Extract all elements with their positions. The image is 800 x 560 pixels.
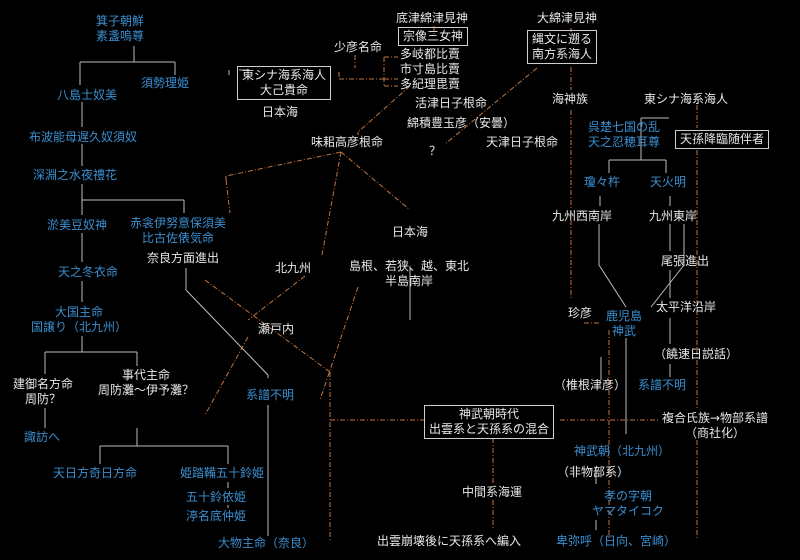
kagoshima-jimmu-node: 鹿児島 神武 bbox=[606, 309, 642, 339]
east-china-sea-line-1: 東シナ海系海人 bbox=[242, 68, 327, 82]
go-so-node: 呉楚七国の乱 天之忍穂耳尊 bbox=[588, 120, 660, 150]
okuninushi-node: 大国主命 国譲り（北九州） bbox=[31, 305, 127, 335]
suseribime-node: 須勢理姫 bbox=[141, 76, 190, 90]
sashikuni-line-2: 比古佐俵気命 bbox=[142, 231, 215, 245]
kaijin-label: 海神族 bbox=[552, 92, 589, 106]
fuhanomoji-node: 布波能母遅久奴須奴 bbox=[29, 130, 138, 144]
himiko-node: 卑弥呼（日向、宮崎） bbox=[556, 534, 677, 548]
tenson-box: 天孫降臨随伴者 bbox=[675, 130, 770, 149]
sashikuni-node: 赤衾伊努意保須美 比古佐俵気命 bbox=[130, 216, 226, 246]
setonai-label: 瀬戸内 bbox=[258, 322, 295, 336]
jomon-box: 縄文に遡る 南方系海人 bbox=[527, 30, 598, 64]
kitakyushu-label: 北九州 bbox=[275, 261, 312, 275]
owatatsumi-node: 大綿津見神 bbox=[537, 11, 598, 25]
ajisuki-node: 味耜高彦根命 bbox=[311, 135, 384, 149]
intermediate-sea-label: 中間系海運 bbox=[462, 485, 523, 499]
himetatara-node: 姫踏鞴五十鈴姫 bbox=[180, 466, 265, 480]
watatsumi-toyotama-node: 綿積豊玉彦（安曇） bbox=[407, 116, 516, 130]
isuzuyori-node: 五十鈴依姫 bbox=[186, 490, 247, 504]
mononobe-line-2: （商社化） bbox=[685, 426, 746, 440]
goddess-1: 多岐都比賣 bbox=[400, 47, 461, 61]
jimmu-era-line-1: 神武朝時代 bbox=[459, 407, 520, 421]
chinhiko-node: 珍彦 bbox=[568, 306, 593, 320]
amenohikata-node: 天日方奇日方命 bbox=[53, 466, 138, 480]
non-mononobe-label: （非物部系） bbox=[557, 465, 630, 479]
goddess-2: 市寸島比賣 bbox=[400, 62, 461, 76]
east-china-sea-line-2: 大己貴命 bbox=[260, 83, 309, 97]
mononobe-node: 複合氏族→物部系譜 （商社化） bbox=[662, 411, 768, 441]
east-china-sea-box: 東シナ海系海人 大己貴命 bbox=[237, 66, 332, 100]
kotoshiro-line-2: 周防灘～伊予灘？ bbox=[98, 383, 195, 397]
kotoshiro-line-1: 事代主命 bbox=[122, 368, 171, 382]
takeminakata-line-2: 周防？ bbox=[25, 392, 62, 406]
jomon-line-1: 縄文に遡る bbox=[532, 32, 593, 46]
goddess-3: 多紀理毘賣 bbox=[400, 77, 461, 91]
coast-line-1: 島根、若狭、越、東北 bbox=[349, 259, 470, 273]
owari-label: 尾張進出 bbox=[661, 254, 710, 268]
nihonkai-label-1: 日本海 bbox=[262, 105, 299, 119]
munakata-box: 宗像三女神 bbox=[398, 27, 469, 46]
coast-line-2: 半島南岸 bbox=[385, 274, 434, 288]
jimmu-dynasty-node: 神武朝（北九州） bbox=[574, 444, 671, 458]
unknown-lineage-1: 系譜不明 bbox=[246, 388, 295, 402]
east-china-sea-label-2: 東シナ海系海人 bbox=[644, 92, 729, 106]
nihonkai-label-2: 日本海 bbox=[392, 225, 429, 239]
pacific-label: 太平洋沿岸 bbox=[656, 300, 717, 314]
jimmu-era-line-2: 出雲系と天孫系の混合 bbox=[429, 422, 550, 436]
nara-advance-label: 奈良方面進出 bbox=[147, 251, 220, 265]
kagoshima-label: 鹿児島 bbox=[606, 309, 643, 323]
mononobe-line-1: 複合氏族→物部系譜 bbox=[662, 411, 769, 425]
kotoshiro-node: 事代主命 周防灘～伊予灘？ bbox=[98, 368, 194, 398]
question-mark: ？ bbox=[429, 144, 442, 158]
ikutsuhiko-node: 活津日子根命 bbox=[415, 96, 488, 110]
jomon-line-2: 南方系海人 bbox=[532, 47, 593, 61]
go-so-line-1: 呉楚七国の乱 bbox=[588, 120, 661, 134]
koan-node: 孝の字朝 ヤマタイコク bbox=[592, 489, 664, 519]
sashikuni-line-1: 赤衾伊努意保須美 bbox=[130, 216, 227, 230]
kyushu-e-label: 九州東岸 bbox=[649, 209, 698, 223]
to-suwa-label: 諏訪へ bbox=[24, 430, 61, 444]
susanoo-node: 箕子朝鮮 素盞嗚尊 bbox=[96, 14, 144, 44]
koan-label: 孝の字朝 bbox=[604, 489, 653, 503]
yamataikoku-label: ヤマタイコク bbox=[592, 504, 665, 518]
unknown-lineage-2: 系譜不明 bbox=[638, 378, 687, 392]
jimmu-era-box: 神武朝時代 出雲系と天孫系の混合 bbox=[424, 405, 555, 439]
amenohoakari-node: 天火明 bbox=[650, 175, 687, 189]
takeminakata-node: 建御名方命 周防？ bbox=[13, 377, 73, 407]
nunasoko-node: 渟名底仲姫 bbox=[186, 509, 247, 523]
jimmu-label: 神武 bbox=[612, 324, 637, 338]
shiinetsu-label: （椎根津彦） bbox=[554, 378, 627, 392]
fukabuchi-node: 深淵之水夜禮花 bbox=[33, 168, 118, 182]
go-so-line-2: 天之忍穂耳尊 bbox=[588, 135, 661, 149]
kyushu-sw-label: 九州西南岸 bbox=[552, 209, 613, 223]
sukunahikona-node: 少彦名命 bbox=[334, 40, 383, 54]
takeminakata-line-1: 建御名方命 bbox=[13, 377, 74, 391]
susanoo-line-2: 素盞嗚尊 bbox=[96, 29, 145, 43]
okuninushi-line-1: 大国主命 bbox=[55, 305, 104, 319]
omononushi-node: 大物主命（奈良） bbox=[218, 536, 315, 550]
nigihayahi-label: （饒速日説話） bbox=[654, 347, 739, 361]
amenofuyukinu-node: 天之冬衣命 bbox=[58, 265, 119, 279]
omizunu-node: 淤美豆奴神 bbox=[47, 218, 108, 232]
ninigi-node: 瓊々杵 bbox=[584, 175, 621, 189]
susanoo-line-1: 箕子朝鮮 bbox=[96, 14, 145, 28]
coast-label: 島根、若狭、越、東北 半島南岸 bbox=[349, 259, 469, 289]
collapse-note: 出雲崩壊後に天孫系へ編入 bbox=[377, 534, 522, 548]
okuninushi-line-2: 国譲り（北九州） bbox=[31, 320, 128, 334]
yashimajinumi-node: 八島士奴美 bbox=[57, 88, 118, 102]
sokotsu-node: 底津綿津見神 bbox=[396, 11, 469, 25]
goddess-list: 多岐都比賣 市寸島比賣 多紀理毘賣 bbox=[400, 47, 460, 92]
amatsuhiko-node: 天津日子根命 bbox=[486, 135, 559, 149]
